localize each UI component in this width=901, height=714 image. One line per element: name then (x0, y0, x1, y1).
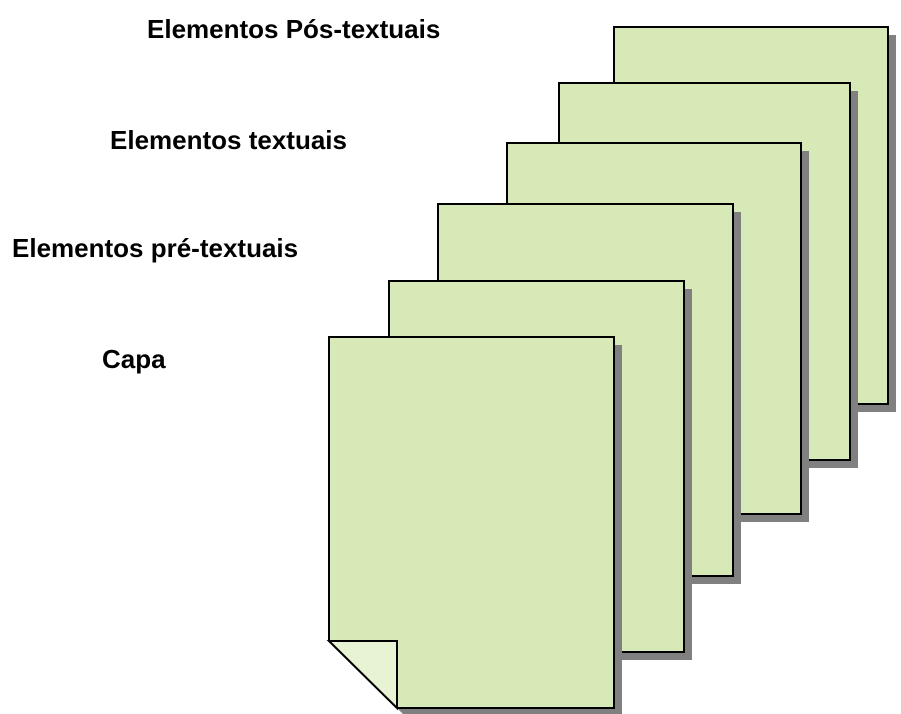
page-sheet-folded (328, 336, 615, 709)
label-elementos-pos-textuais: Elementos Pós-textuais (147, 14, 441, 44)
label-capa: Capa (102, 344, 166, 374)
page-fold-corner (326, 640, 398, 711)
label-elementos-pre-textuais: Elementos pré-textuais (12, 233, 299, 263)
label-elementos-textuais: Elementos textuais (110, 125, 347, 155)
page-capa (326, 336, 622, 714)
